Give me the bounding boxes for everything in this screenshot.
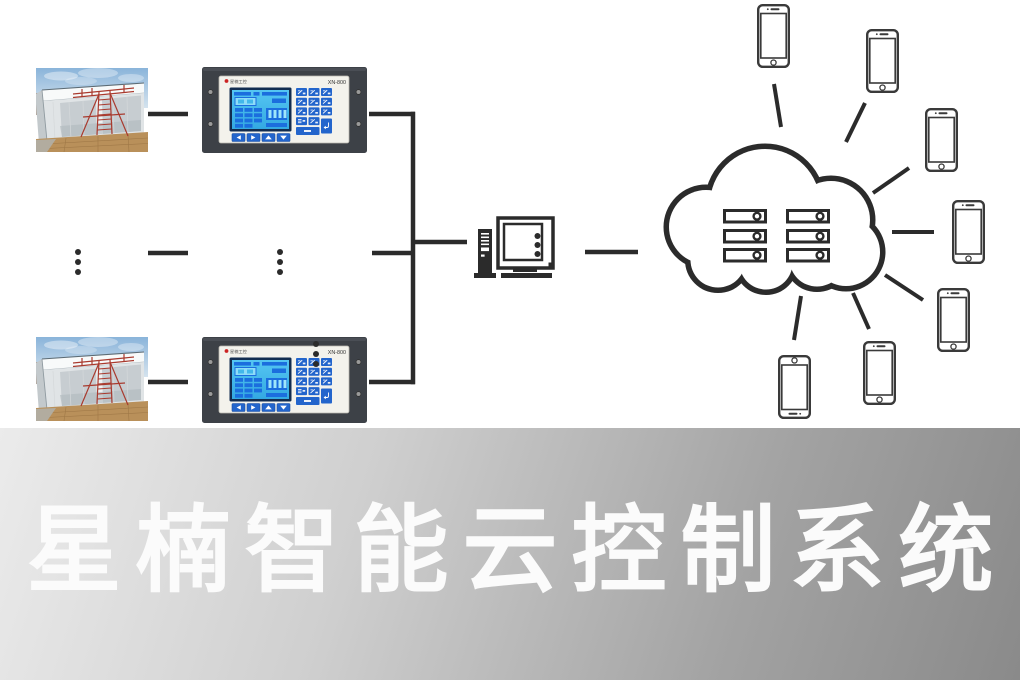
cloud-control-architecture-diagram: 星楠工控 XN-800 (35, 3, 985, 430)
system-title: 星楠智能云控制系统 (26, 497, 1008, 604)
site-photo-1 (35, 67, 149, 153)
computer-icon (474, 216, 555, 278)
controller-unit-1 (202, 67, 367, 153)
connection-lines (148, 111, 638, 385)
title-banner: 星楠智能云控制系统 (0, 428, 1020, 680)
phone-5 (937, 288, 970, 352)
phone-2 (866, 29, 899, 94)
cloud-phone-links (772, 83, 934, 341)
phone-3 (925, 107, 958, 173)
phone-1 (757, 3, 790, 69)
phone-4 (952, 199, 985, 264)
phone-6 (863, 341, 896, 405)
cloud-icon (663, 143, 886, 295)
more-units-ellipsis (75, 249, 319, 367)
site-photo-2 (35, 336, 149, 422)
phone-7 (778, 355, 811, 419)
controller-unit-2 (202, 337, 367, 423)
